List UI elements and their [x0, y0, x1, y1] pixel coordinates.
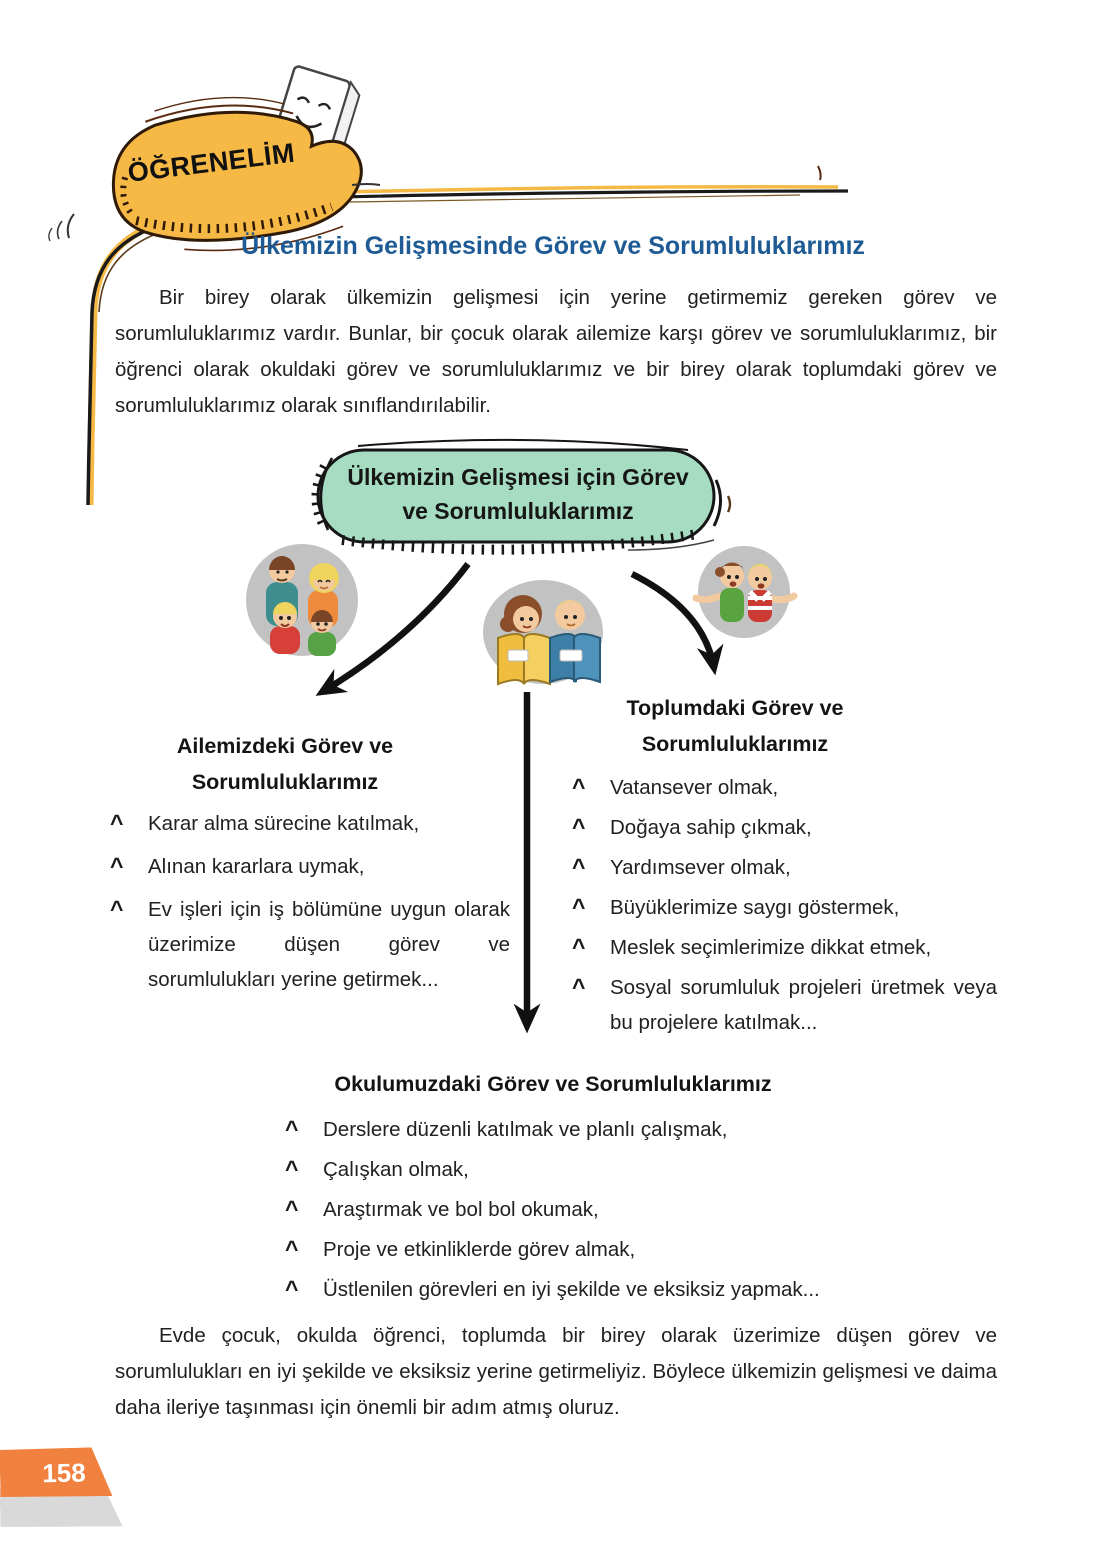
- list-item: ^ Sosyal sorumluluk projeleri üretmek ve…: [572, 970, 997, 1040]
- bullet-caret-icon: ^: [572, 854, 586, 880]
- list-item-text: Derslere düzenli katılmak ve planlı çalı…: [323, 1118, 728, 1141]
- bullet-caret-icon: ^: [110, 810, 124, 836]
- list-item-text: Büyüklerimize saygı göstermek,: [610, 896, 900, 919]
- community-children-illustration: [692, 546, 798, 638]
- family-duties-list: ^ Karar alma sürecine katılmak, ^ Alınan…: [110, 806, 510, 1005]
- bullet-caret-icon: ^: [110, 853, 124, 879]
- school-section-title: Okulumuzdaki Görev ve Sorumluluklarımız: [334, 1072, 772, 1096]
- list-item: ^ Ev işleri için iş bölümüne uygun olara…: [110, 892, 510, 997]
- closing-paragraph: Evde çocuk, okulda öğrenci, toplumda bir…: [115, 1324, 997, 1419]
- school-duties-list: ^ Derslere düzenli katılmak ve planlı ça…: [285, 1112, 865, 1312]
- community-duties-list: ^ Vatansever olmak, ^ Doğaya sahip çıkma…: [572, 770, 997, 1045]
- students-reading-illustration: [483, 580, 603, 686]
- topic-bubble-line1: Ülkemizin Gelişmesi için Görev: [347, 464, 689, 490]
- diagram-arrows: [315, 562, 724, 1034]
- bullet-caret-icon: ^: [285, 1236, 299, 1262]
- arrow-to-family: [315, 562, 471, 696]
- list-item: ^ Meslek seçimlerimize dikkat etmek,: [572, 930, 997, 965]
- list-item: ^ Proje ve etkinliklerde görev almak,: [285, 1232, 865, 1267]
- list-item: ^ Doğaya sahip çıkmak,: [572, 810, 997, 845]
- page-number-tab: 158: [0, 1447, 112, 1499]
- bullet-caret-icon: ^: [285, 1276, 299, 1302]
- list-item: ^ Yardımsever olmak,: [572, 850, 997, 885]
- bullet-caret-icon: ^: [572, 934, 586, 960]
- list-item-text: Alınan kararlara uymak,: [148, 855, 365, 878]
- family-section-title: Ailemizdeki Görev ve Sorumluluklarımız: [130, 728, 440, 800]
- list-item: ^ Derslere düzenli katılmak ve planlı ça…: [285, 1112, 865, 1147]
- bullet-caret-icon: ^: [572, 894, 586, 920]
- family-section-title-line2: Sorumluluklarımız: [191, 770, 379, 794]
- topic-bubble-text: Ülkemizin Gelişmesi için Görev ve Soruml…: [312, 460, 724, 528]
- bullet-caret-icon: ^: [285, 1156, 299, 1182]
- topic-bubble-line2: ve Sorumluluklarımız: [402, 498, 634, 524]
- family-section-title-line1: Ailemizdeki Görev ve: [176, 734, 394, 758]
- list-item-text: Vatansever olmak,: [610, 776, 779, 799]
- list-item: ^ Karar alma sürecine katılmak,: [110, 806, 510, 841]
- list-item: ^ Alınan kararlara uymak,: [110, 849, 510, 884]
- bullet-caret-icon: ^: [572, 974, 586, 1000]
- arrow-to-community: [630, 571, 724, 676]
- list-item: ^ Üstlenilen görevleri en iyi şekilde ve…: [285, 1272, 865, 1307]
- list-item-text: Ev işleri için iş bölümüne uygun olarak …: [148, 898, 510, 991]
- bullet-caret-icon: ^: [285, 1116, 299, 1142]
- list-item-text: Proje ve etkinliklerde görev almak,: [323, 1238, 636, 1261]
- list-item-text: Yardımsever olmak,: [610, 856, 791, 879]
- list-item: ^ Çalışkan olmak,: [285, 1152, 865, 1187]
- bullet-caret-icon: ^: [110, 896, 124, 922]
- banner-decoration: [48, 65, 849, 506]
- bullet-caret-icon: ^: [285, 1196, 299, 1222]
- list-item-text: Meslek seçimlerimize dikkat etmek,: [610, 936, 932, 959]
- list-item: ^ Vatansever olmak,: [572, 770, 997, 805]
- community-section-title: Toplumdaki Görev ve Sorumluluklarımız: [555, 690, 915, 762]
- bullet-caret-icon: ^: [572, 814, 586, 840]
- list-item-text: Karar alma sürecine katılmak,: [148, 812, 420, 835]
- list-item-text: Sosyal sorumluluk projeleri üretmek veya…: [610, 976, 997, 1034]
- list-item-text: Araştırmak ve bol bol okumak,: [323, 1198, 599, 1221]
- community-section-title-line2: Sorumluluklarımız: [641, 732, 829, 756]
- page-number: 158: [42, 1456, 86, 1488]
- page-title: Ülkemizin Gelişmesinde Görev ve Sorumlul…: [241, 232, 865, 260]
- list-item-text: Doğaya sahip çıkmak,: [610, 816, 812, 839]
- intro-paragraph: Bir birey olarak ülkemizin gelişmesi içi…: [115, 286, 997, 417]
- list-item-text: Çalışkan olmak,: [323, 1158, 469, 1181]
- family-illustration: [246, 544, 358, 656]
- bullet-caret-icon: ^: [572, 774, 586, 800]
- community-section-title-line1: Toplumdaki Görev ve: [626, 696, 844, 720]
- topic-bubble: [311, 438, 732, 555]
- list-item: ^ Araştırmak ve bol bol okumak,: [285, 1192, 865, 1227]
- list-item-text: Üstlenilen görevleri en iyi şekilde ve e…: [323, 1278, 820, 1301]
- list-item: ^ Büyüklerimize saygı göstermek,: [572, 890, 997, 925]
